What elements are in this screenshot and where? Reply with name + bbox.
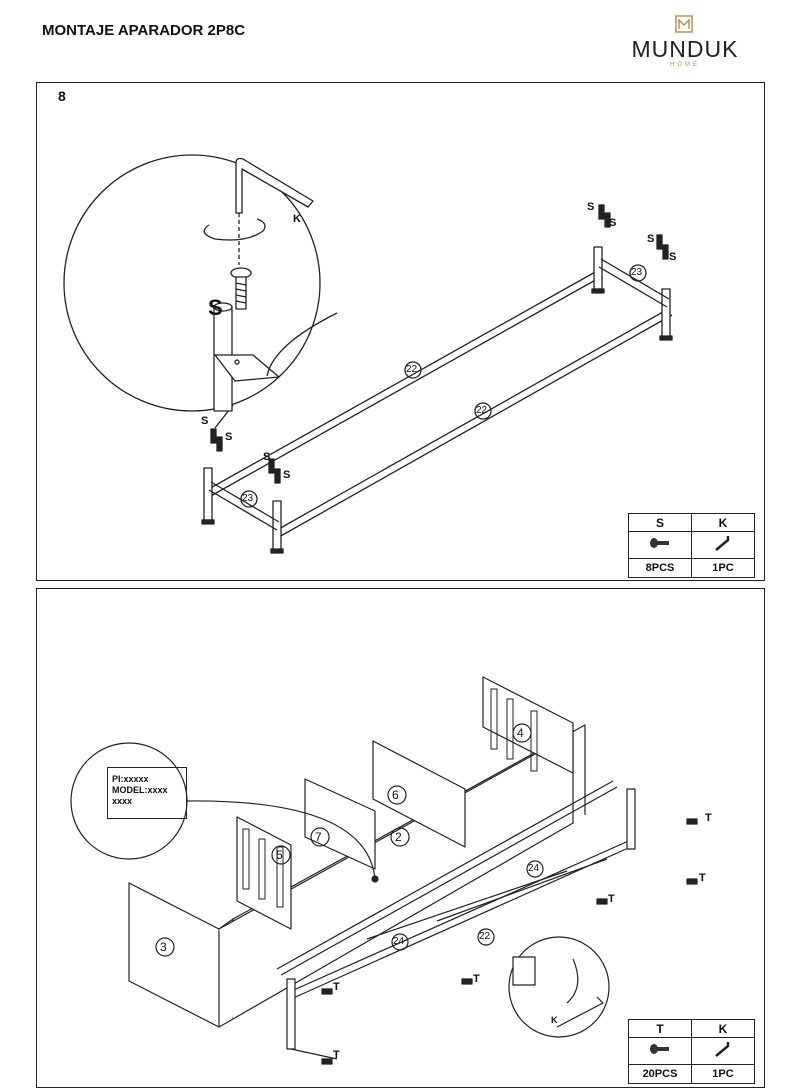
- divider-panel: [304, 778, 376, 870]
- brand-logo: MUNDUK HOME: [630, 14, 740, 70]
- part-number: 23: [242, 493, 254, 504]
- logo-mark-icon: [675, 15, 693, 33]
- bench-frame: [201, 246, 673, 554]
- screw-label: S: [587, 201, 595, 213]
- part-quantity: 1PC: [691, 1064, 755, 1084]
- door-panel: [482, 676, 574, 774]
- label-line: xxxx: [112, 796, 133, 806]
- rotate-arrow-icon: [203, 218, 266, 241]
- part-number: 6: [392, 788, 399, 802]
- screw-label: T: [333, 1049, 340, 1061]
- product-label: PI:xxxxx MODEL:xxxx xxxx: [107, 767, 187, 819]
- part-number: 23: [631, 267, 643, 278]
- key-label: K: [293, 213, 301, 225]
- frame-assembly-drawing: [63, 154, 673, 554]
- allen-key-icon: [691, 531, 755, 559]
- part-number: 22: [406, 364, 418, 375]
- part-number: 4: [517, 726, 524, 740]
- part-quantity: 1PC: [691, 558, 755, 578]
- part-number: 7: [315, 830, 322, 844]
- screw-label: T: [473, 973, 480, 985]
- part-header: S: [628, 513, 692, 532]
- part-quantity: 8PCS: [628, 558, 692, 578]
- cabinet-assembly-drawing: [70, 676, 698, 1065]
- screw-label: T: [705, 812, 712, 824]
- screw-group: [210, 204, 669, 484]
- screw-icon: [628, 531, 692, 559]
- divider-panel: [372, 740, 466, 848]
- part-number: 3: [160, 940, 167, 954]
- part-header: K: [691, 513, 755, 532]
- part-number: 22: [479, 931, 491, 942]
- step-number: 8: [58, 88, 66, 104]
- screw-label: S: [283, 469, 291, 481]
- parts-table: S K 8PCS 1PC: [628, 513, 755, 578]
- screw-label: S: [263, 451, 271, 463]
- detail-magnifier: [508, 936, 610, 1038]
- allen-key-icon: [235, 157, 314, 214]
- screw-label: S: [647, 233, 655, 245]
- screw-label: S: [208, 295, 223, 320]
- screw-label: S: [609, 217, 617, 229]
- logo-subtitle: HOME: [670, 62, 700, 68]
- part-number: 24: [528, 863, 540, 874]
- screw-icon: [628, 1037, 692, 1065]
- document-title: MONTAJE APARADOR 2P8C: [42, 22, 246, 39]
- detail-magnifier: [63, 154, 321, 412]
- part-number: 24: [393, 936, 405, 947]
- step-8-panel: 8: [36, 82, 765, 581]
- screw-label: T: [333, 981, 340, 993]
- allen-key-icon: [691, 1037, 755, 1065]
- cabinet-assembly-panel: PI:xxxxx MODEL:xxxx xxxx 3 2 5 7 6 4 22 …: [36, 588, 765, 1088]
- part-header: T: [628, 1019, 692, 1038]
- logo-wordmark: MUNDUK: [631, 36, 739, 62]
- screw-label: T: [699, 872, 706, 884]
- part-quantity: 20PCS: [628, 1064, 692, 1084]
- screw-label: S: [201, 415, 209, 427]
- parts-table: T K 20PCS 1PC: [628, 1019, 755, 1084]
- screw-label: T: [608, 893, 615, 905]
- part-number: 2: [395, 830, 402, 844]
- side-panel: [128, 882, 220, 1028]
- label-line: MODEL:xxxx: [112, 785, 168, 795]
- part-number: 5: [276, 848, 283, 862]
- screw-label: S: [225, 431, 233, 443]
- part-header: K: [691, 1019, 755, 1038]
- key-label: K: [551, 1015, 558, 1025]
- part-number: 22: [476, 405, 488, 416]
- label-line: PI:xxxxx: [112, 774, 149, 784]
- screw-label: S: [669, 251, 677, 263]
